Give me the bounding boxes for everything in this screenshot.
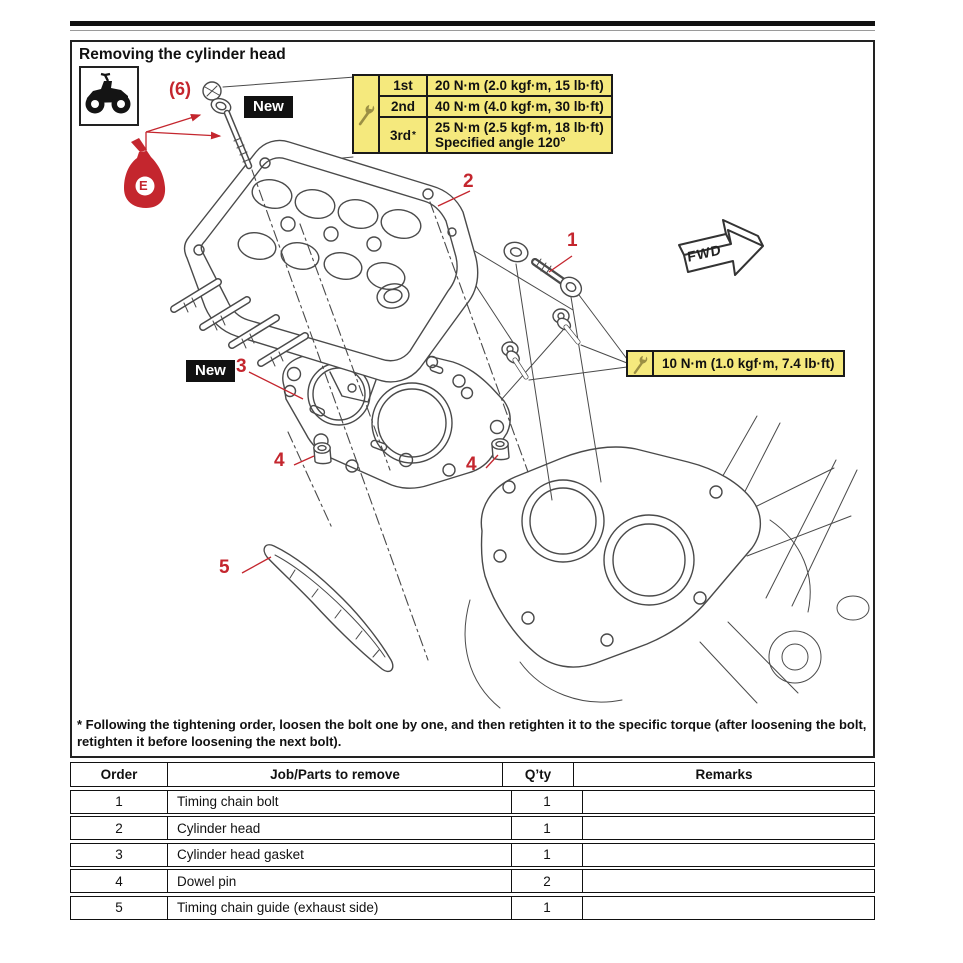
new-part-badge-bolt: New xyxy=(244,96,293,118)
part-label-1: 1 xyxy=(567,230,578,251)
exploded-view-diagram xyxy=(124,76,870,709)
torque-spec-table: 1st 20 N·m (2.0 kgf·m, 15 lb·ft) 2nd 40 … xyxy=(352,74,613,154)
torque-row-2nd: 2nd 40 N·m (4.0 kgf·m, 30 lb·ft) xyxy=(380,97,611,118)
cylinder-block-drawing xyxy=(480,446,762,668)
table-row: 3 Cylinder head gasket 1 xyxy=(70,842,875,867)
parts-table: Order Job/Parts to remove Q’ty Remarks 1… xyxy=(70,762,875,922)
table-row: 1 Timing chain bolt 1 xyxy=(70,789,875,814)
atv-icon xyxy=(85,72,131,114)
table-header-row: Order Job/Parts to remove Q’ty Remarks xyxy=(70,762,875,787)
cylinder-head-drawing xyxy=(170,139,479,403)
dowel-pin-drawing xyxy=(313,438,510,465)
oil-apply-arrows xyxy=(145,114,222,155)
head-gasket-drawing xyxy=(282,344,511,489)
part-label-4a: 4 xyxy=(274,450,285,471)
tightening-footnote: * Following the tightening order, loosen… xyxy=(77,717,867,749)
torque-row-3rd: 3rd* 25 N·m (2.5 kgf·m, 18 lb·ft) Specif… xyxy=(380,118,611,152)
new-part-badge-gasket: New xyxy=(186,360,235,382)
page-title: Removing the cylinder head xyxy=(79,46,286,63)
timing-chain-guide-drawing xyxy=(263,544,394,673)
engine-oil-grade-label: E xyxy=(139,178,148,193)
torque-callout-10nm: 10 N·m (1.0 kgf·m, 7.4 lb·ft) xyxy=(626,350,845,377)
wrench-icon xyxy=(354,76,380,152)
phantom-axis-lines xyxy=(251,169,529,661)
figure-panel xyxy=(70,40,875,758)
table-row: 2 Cylinder head 1 xyxy=(70,816,875,840)
part-label-2: 2 xyxy=(463,171,474,192)
table-row: 4 Dowel pin 2 xyxy=(70,869,875,893)
top-rule xyxy=(70,21,875,26)
timing-chain-bolt-drawing xyxy=(503,241,583,298)
small-bolts-drawing xyxy=(501,308,581,380)
wrench-icon xyxy=(628,352,654,375)
part-label-4b: 4 xyxy=(466,454,477,475)
atv-model-icon xyxy=(79,66,139,126)
part-label-3: 3 xyxy=(236,356,247,377)
head-bolt-drawing xyxy=(202,81,253,170)
table-row: 5 Timing chain guide (exhaust side) 1 xyxy=(70,895,875,920)
part-label-leaders xyxy=(241,190,573,574)
engine-oil-icon xyxy=(124,138,166,208)
fwd-arrow xyxy=(678,219,764,276)
torque-row-1st: 1st 20 N·m (2.0 kgf·m, 15 lb·ft) xyxy=(380,76,611,97)
top-rule-thin xyxy=(70,30,875,31)
part-label-5: 5 xyxy=(219,557,230,578)
bolt-count-label: (6) xyxy=(169,79,191,99)
